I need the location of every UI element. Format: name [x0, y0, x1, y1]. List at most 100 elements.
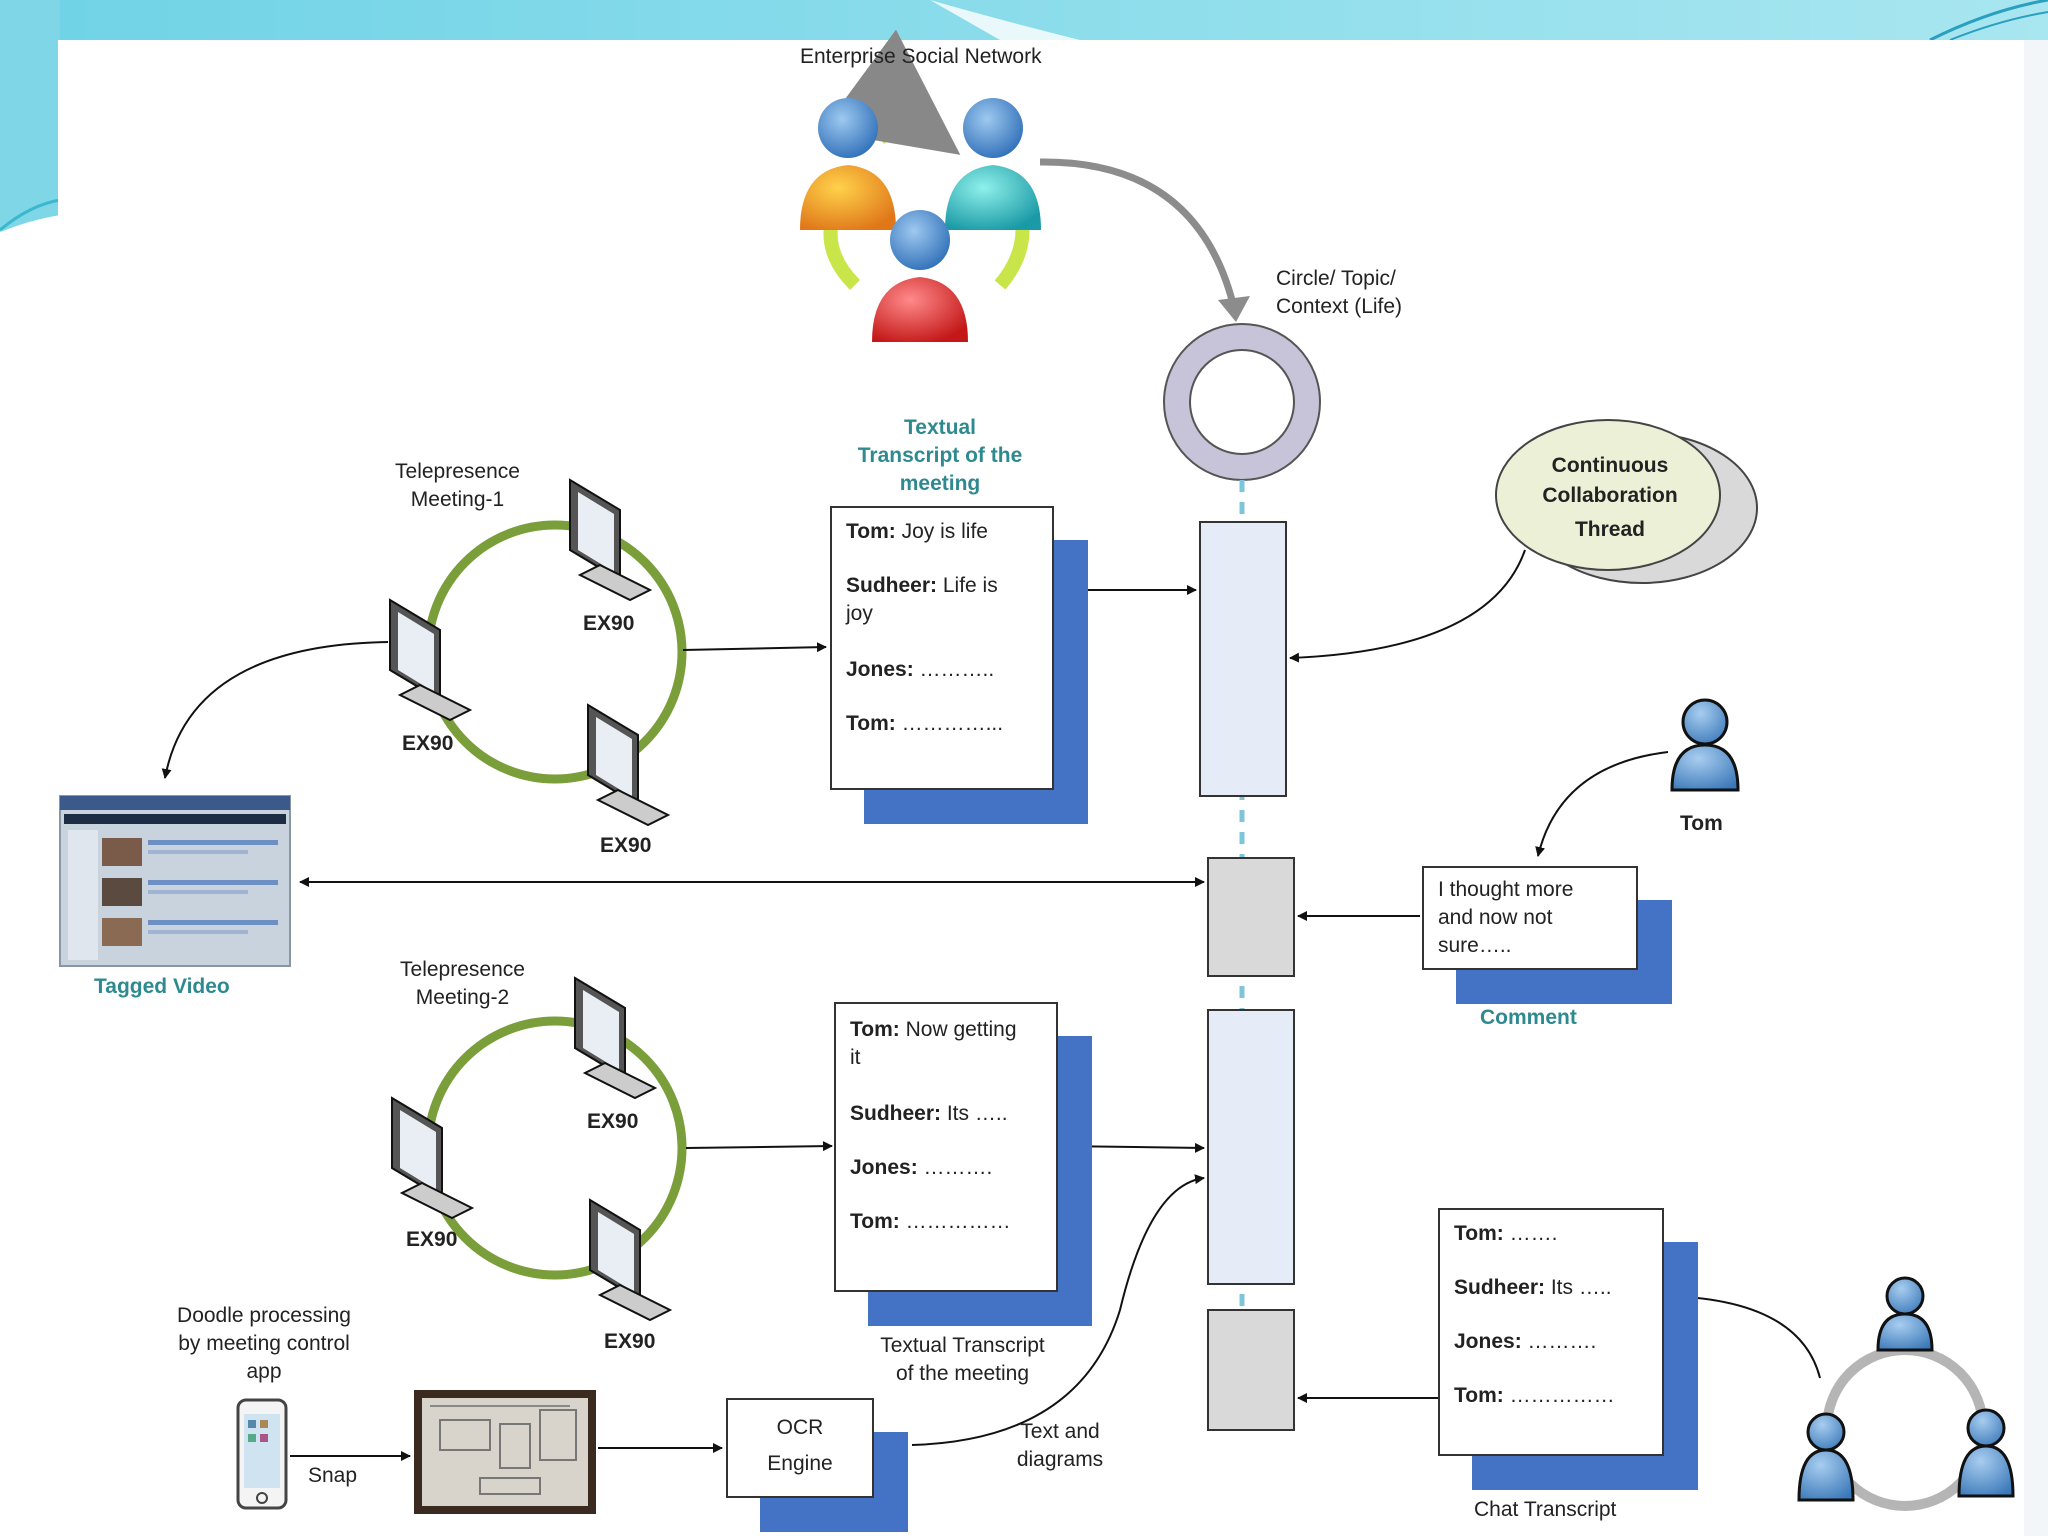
speaker-text: Its ….. — [941, 1102, 1008, 1125]
speaker-text: ……….. — [913, 658, 995, 681]
transcript-2-caption-line1: Textual Transcript — [880, 1334, 1045, 1357]
person-icon-tom — [1670, 698, 1740, 792]
speaker-name: Tom: — [846, 712, 896, 735]
comment-line3: sure….. — [1438, 934, 1512, 957]
thread-segment-2 — [1207, 857, 1295, 977]
monitor-icon — [587, 703, 671, 827]
speaker-text: ……. — [1503, 1222, 1558, 1245]
transcript-line: it — [850, 1044, 1046, 1072]
transcript-2-box: Tom: Now getting it Sudheer: Its ….. Jon… — [834, 1002, 1058, 1292]
comment-label: Comment — [1480, 1006, 1577, 1029]
comment-box: I thought more and now not sure….. — [1422, 866, 1638, 970]
tagged-video-thumbnail — [59, 795, 291, 967]
thread-label-line3: Thread — [1574, 518, 1645, 541]
doodle-label: Doodle processing by meeting control app — [160, 1302, 368, 1386]
device-label: EX90 — [600, 834, 652, 857]
doodle-label-line1: Doodle processing — [177, 1304, 351, 1327]
circle-label-line1: Circle/ Topic/ — [1276, 267, 1396, 290]
thread-label-line1: Continuous — [1551, 454, 1669, 477]
transcript-2-caption-line2: of the meeting — [895, 1362, 1030, 1385]
speaker-text: ………. — [917, 1156, 993, 1179]
device-label: EX90 — [587, 1110, 639, 1133]
ocr-engine-line2: Engine — [767, 1452, 833, 1475]
transcript-1-heading-line1: Textual — [904, 416, 976, 439]
speaker-name: Tom: — [850, 1210, 900, 1233]
monitor-icon — [574, 976, 658, 1100]
whiteboard-photo — [414, 1390, 596, 1514]
network-title: Enterprise Social Network — [800, 45, 1042, 68]
thread-segment-4 — [1207, 1309, 1295, 1431]
snap-label: Snap — [308, 1464, 358, 1487]
transcript-1-heading-line2: Transcript of the — [857, 444, 1023, 467]
transcript-line: Tom: Now getting — [850, 1016, 1046, 1044]
social-network-icon — [800, 29, 1041, 342]
doodle-label-line3: app — [246, 1360, 282, 1383]
transcript-line: Tom: …………... — [846, 710, 1042, 738]
speaker-name: Sudheer: — [850, 1102, 942, 1125]
thread-segment-3 — [1207, 1009, 1295, 1285]
transcript-line: Tom: Joy is life — [846, 518, 1042, 546]
speaker-text: Now getting — [899, 1018, 1017, 1041]
thread-segment-1 — [1199, 521, 1287, 797]
monitor-icon — [589, 1198, 673, 1322]
comment-line2: and now not — [1438, 906, 1553, 929]
ocr-engine-line1: OCR — [776, 1416, 824, 1439]
device-label: EX90 — [406, 1228, 458, 1251]
speaker-name: Tom: — [850, 1018, 900, 1041]
transcript-line: Tom: …………… — [850, 1208, 1046, 1236]
speaker-name: Jones: — [1454, 1330, 1522, 1353]
speaker-name: Tom: — [1454, 1222, 1504, 1245]
meeting-2-ring — [423, 1016, 687, 1280]
speaker-text: it — [850, 1046, 861, 1069]
speaker-text: ………. — [1521, 1330, 1597, 1353]
device-label: EX90 — [583, 612, 635, 635]
ocr-engine-box: OCR Engine — [726, 1398, 874, 1498]
meeting-2-label: Telepresence Meeting-2 — [375, 956, 550, 1012]
transcript-line: Tom: …………… — [1454, 1382, 1652, 1410]
transcript-line: joy — [846, 600, 1042, 628]
transcript-line: Sudheer: Its ….. — [850, 1100, 1046, 1128]
transcript-line: Jones: ……….. — [846, 656, 1042, 684]
doodle-label-line2: by meeting control — [178, 1332, 350, 1355]
text-diagrams-line1: Text and — [1020, 1420, 1100, 1443]
tagged-video-label: Tagged Video — [94, 975, 230, 998]
speaker-name: Jones: — [850, 1156, 918, 1179]
transcript-line: Jones: ………. — [1454, 1328, 1652, 1356]
context-circle-icon — [1163, 323, 1321, 481]
meeting-1-label-line2: Meeting-1 — [410, 488, 505, 511]
thread-label-line2: Collaboration — [1542, 484, 1678, 507]
transcript-line: Jones: ………. — [850, 1154, 1046, 1182]
thread-label: Continuous Collaboration Thread — [1510, 451, 1710, 545]
transcript-1-heading-line3: meeting — [899, 472, 981, 495]
transcript-1-heading: Textual Transcript of the meeting — [820, 414, 1060, 498]
comment-line1: I thought more — [1438, 878, 1574, 901]
meeting-2-label-line1: Telepresence — [400, 958, 525, 981]
speaker-name: Sudheer: — [1454, 1276, 1546, 1299]
tom-label: Tom — [1680, 812, 1723, 835]
device-label: EX90 — [604, 1330, 656, 1353]
speaker-name: Tom: — [846, 520, 896, 543]
chat-group-icon — [1797, 1276, 2015, 1511]
speaker-text: Its ….. — [1545, 1276, 1612, 1299]
transcript-line: Sudheer: Its ….. — [1454, 1274, 1652, 1302]
transcript-line: Sudheer: Life is — [846, 572, 1042, 600]
device-label: EX90 — [402, 732, 454, 755]
speaker-text: …………… — [899, 1210, 1011, 1233]
transcript-2-caption: Textual Transcript of the meeting — [850, 1332, 1075, 1388]
speaker-text: Joy is life — [895, 520, 988, 543]
speaker-name: Sudheer: — [846, 574, 938, 597]
phone-icon — [236, 1398, 288, 1510]
transcript-line: Tom: ……. — [1454, 1220, 1652, 1248]
monitor-icon — [389, 598, 473, 722]
meeting-2-label-line2: Meeting-2 — [415, 986, 510, 1009]
monitor-icon — [569, 478, 653, 602]
speaker-text: …………... — [895, 712, 1004, 735]
transcript-1-box: Tom: Joy is life Sudheer: Life is joy Jo… — [830, 506, 1054, 790]
meeting-1-label: Telepresence Meeting-1 — [370, 458, 545, 514]
meeting-1-ring — [423, 520, 687, 784]
text-diagrams-label: Text and diagrams — [1000, 1418, 1120, 1474]
speaker-text: Life is — [937, 574, 998, 597]
chat-transcript-caption: Chat Transcript — [1474, 1498, 1617, 1521]
speaker-name: Jones: — [846, 658, 914, 681]
